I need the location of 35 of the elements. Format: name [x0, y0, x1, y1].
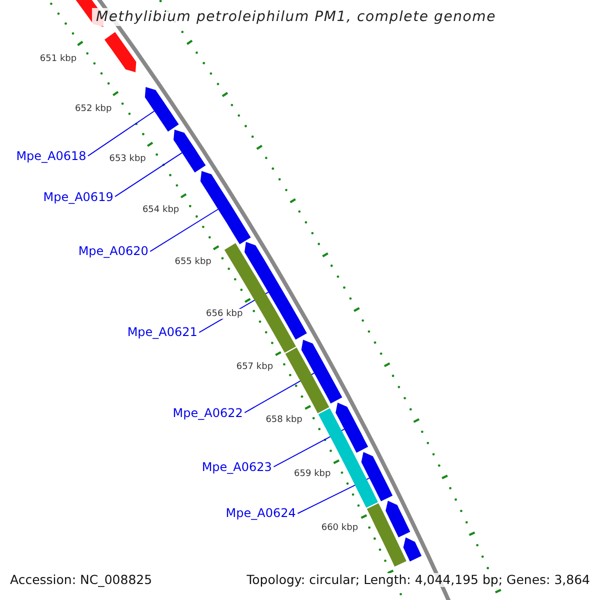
gene-label: Mpe_A0619 — [43, 190, 114, 205]
tick-label: 652 kbp — [75, 104, 112, 114]
gene-block — [301, 340, 342, 404]
gene-label: Mpe_A0624 — [226, 508, 296, 522]
gene-block — [174, 130, 206, 172]
genome-summary: Topology: circular; Length: 4,044,195 bp; Genes: 3,864 — [246, 573, 590, 588]
tick-label: 656 kbp — [206, 308, 243, 320]
gene-block — [366, 503, 406, 567]
leader-line — [87, 110, 155, 156]
gene-block — [336, 402, 368, 453]
tick-label: 658 kbp — [266, 415, 302, 426]
gene-block — [386, 500, 410, 538]
gene-block — [104, 32, 136, 72]
leader-line — [114, 152, 182, 198]
tick-label: 651 kbp — [40, 54, 77, 64]
tick-label: 655 kbp — [174, 256, 212, 268]
tick-label: 660 kbp — [321, 523, 358, 534]
accession-text: Accession: NC_008825 — [10, 573, 152, 588]
gene-label: Mpe_A0621 — [127, 326, 198, 340]
tick-label: 653 kbp — [109, 154, 146, 164]
gene-block — [200, 171, 251, 244]
gene-label: Mpe_A0623 — [202, 460, 272, 475]
gene-block — [224, 243, 296, 353]
gene-block — [403, 537, 422, 562]
gene-label: Mpe_A0618 — [16, 150, 86, 164]
tick-label: 654 kbp — [142, 205, 180, 216]
gene-block — [361, 452, 393, 502]
gene-block — [285, 348, 330, 414]
leader-line — [150, 208, 219, 252]
gene-label: Mpe_A0620 — [78, 246, 148, 260]
gene-block — [144, 87, 179, 132]
tick-label: 657 kbp — [236, 362, 274, 372]
tick-label: 659 kbp — [294, 468, 331, 480]
gene-label: Mpe_A0622 — [172, 406, 243, 420]
gene-block — [244, 242, 307, 340]
